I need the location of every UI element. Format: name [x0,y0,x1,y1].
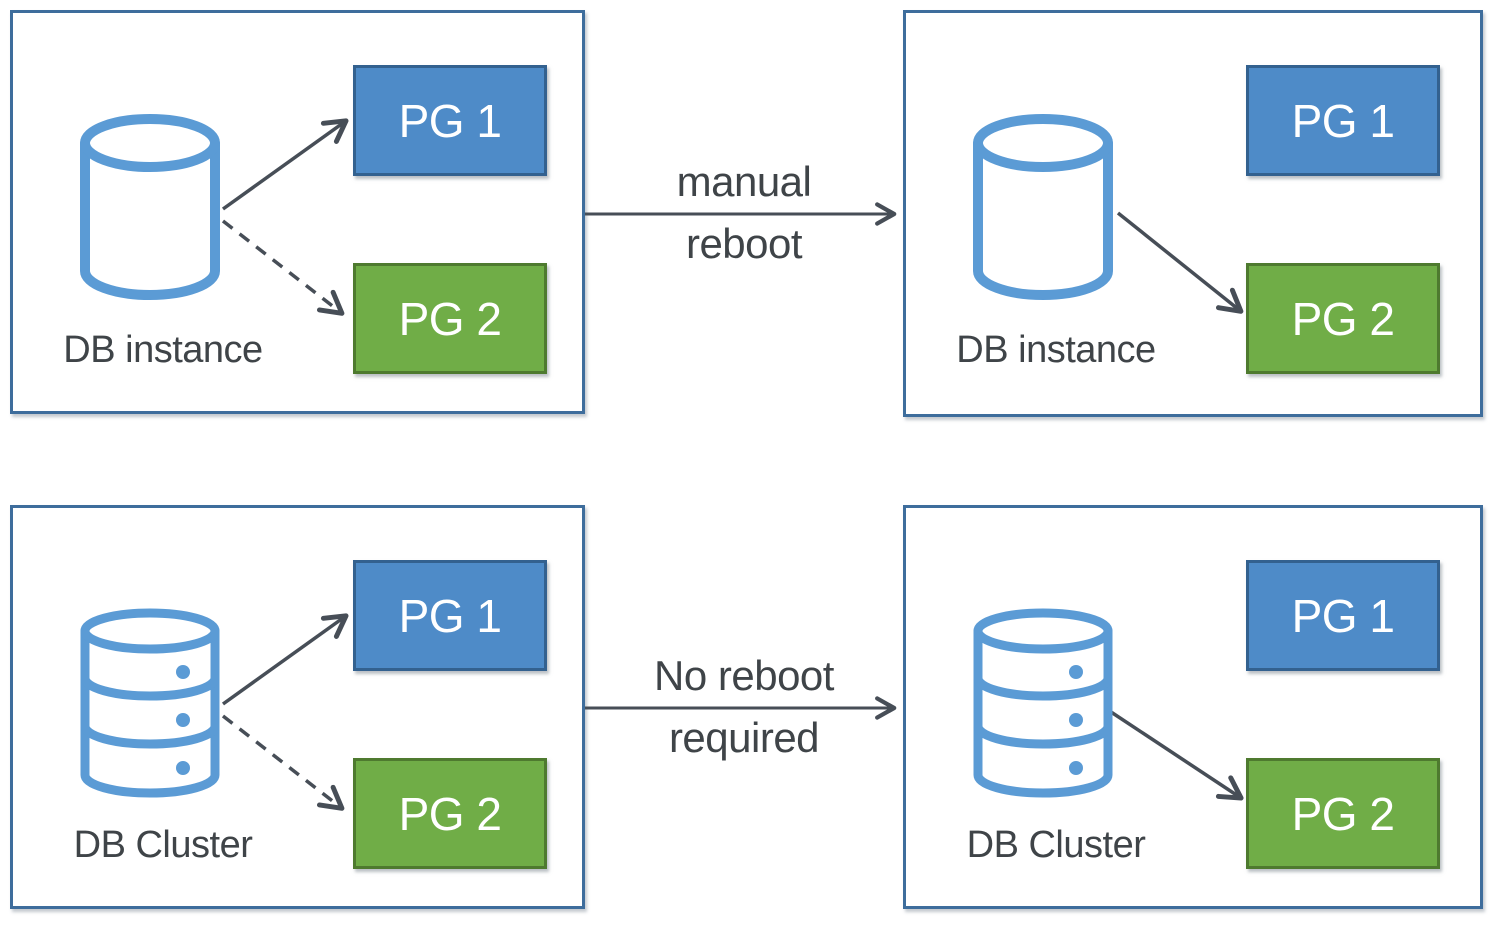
pg1-label: PG 1 [398,589,502,642]
arrow-db-to-pg1-solid [221,118,349,211]
pg2-box: PG 2 [1246,263,1440,374]
db-cluster-label: DB Cluster [966,824,1146,866]
pg1-box: PG 1 [1246,65,1440,176]
pg2-box: PG 2 [353,263,547,374]
database-cluster-icon [75,608,225,803]
database-cylinder-icon [968,113,1118,308]
transition-label-line1: No reboot [654,652,834,699]
pg1-label: PG 1 [398,94,502,147]
connection-arrows [1107,708,1244,801]
pg2-label: PG 2 [1291,292,1395,345]
arrow-db-to-pg2-solid [1107,708,1244,801]
database-cluster-icon [968,608,1118,803]
panel-db-cluster-after: DB Cluster PG 1 PG 2 [903,505,1483,909]
arrow-db-to-pg2-solid [1116,211,1244,314]
panel-db-instance-after: DB instance PG 1 PG 2 [903,10,1483,417]
panel-db-instance-before: DB instance PG 1 PG 2 [10,10,585,414]
transition-label-line1: manual [676,158,812,205]
arrow-db-to-pg2-dashed [221,714,345,811]
arrow-db-to-pg2-dashed [221,219,345,316]
transition-no-reboot-required: No reboot required [585,639,903,779]
db-instance-label: DB instance [956,329,1156,371]
transition-label-line2: required [668,714,820,761]
db-cluster-label: DB Cluster [73,824,253,866]
pg2-label: PG 2 [398,787,502,840]
connection-arrows [221,118,349,316]
pg1-label: PG 1 [1291,94,1395,147]
connection-arrows [1116,211,1244,314]
db-instance-label: DB instance [63,329,263,371]
pg1-box: PG 1 [353,65,547,176]
connection-arrows [221,613,349,811]
transition-arrow [585,696,897,720]
transition-label-line2: reboot [685,220,803,267]
pg2-box: PG 2 [353,758,547,869]
pg1-box: PG 1 [1246,560,1440,671]
pg1-box: PG 1 [353,560,547,671]
pg1-label: PG 1 [1291,589,1395,642]
arrow-db-to-pg1-solid [221,613,349,706]
pg2-label: PG 2 [398,292,502,345]
database-cylinder-icon [75,113,225,308]
pg2-label: PG 2 [1291,787,1395,840]
panel-db-cluster-before: DB Cluster PG 1 PG 2 [10,505,585,909]
transition-manual-reboot: manual reboot [585,145,903,285]
pg2-box: PG 2 [1246,758,1440,869]
transition-arrow [585,202,897,226]
